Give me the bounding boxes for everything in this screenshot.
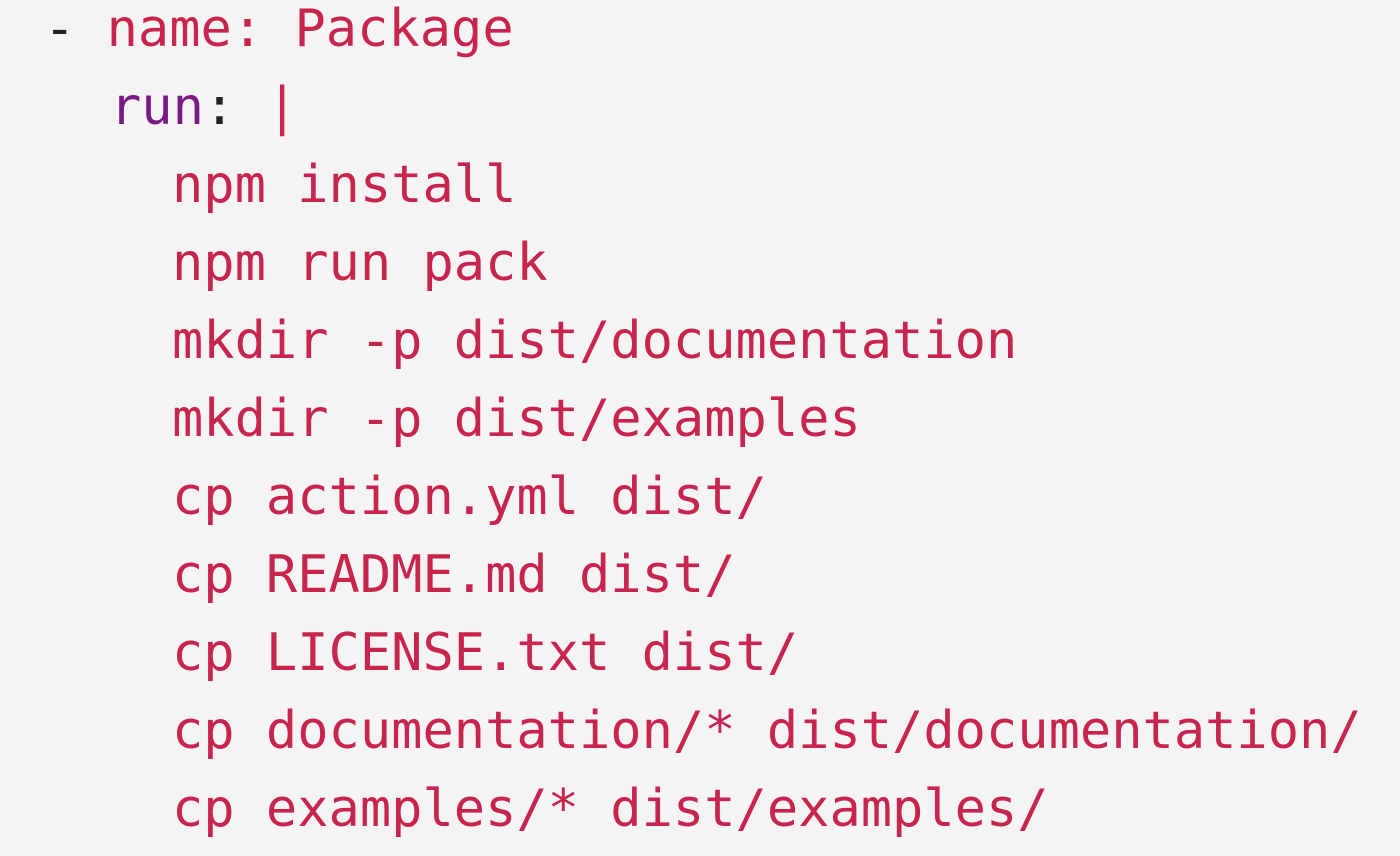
command-line: cp LICENSE.txt dist/ [172,623,799,683]
command-line: cp action.yml dist/ [172,467,767,527]
run-line: run: | [110,68,298,146]
command-line: cp documentation/* dist/documentation/ [172,701,1362,761]
list-dash: - [44,0,76,59]
command-line: cp README.md dist/ [172,545,736,605]
command-line: npm run pack [172,233,548,293]
command-line: mkdir -p dist/documentation [172,311,1018,371]
block-scalar-pipe: | [266,77,298,137]
command-line: cp examples/* dist/examples/ [172,779,1049,839]
run-colon: : [203,77,236,137]
command-line: mkdir -p dist/examples [172,389,861,449]
run-key: run [110,77,204,137]
step-name-line: - name: Package [44,0,514,68]
command-line: npm install [172,155,517,215]
name-value: Package [294,0,514,59]
name-key: name: [106,0,264,59]
